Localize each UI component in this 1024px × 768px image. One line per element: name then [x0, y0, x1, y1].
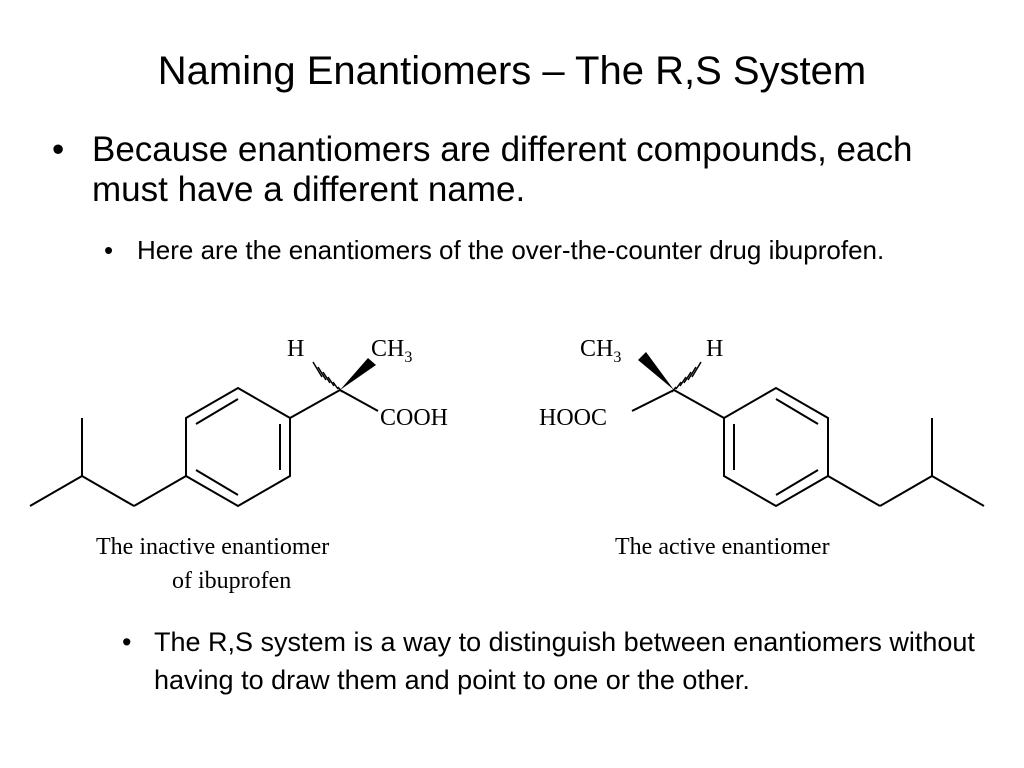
inactive-caption-line1: The inactive enantiomer [96, 534, 329, 560]
hashed-bond-h-right [671, 361, 702, 393]
left-ch3-subscript: 3 [404, 349, 412, 366]
inactive-caption-line2: of ibuprofen [172, 568, 291, 594]
bullet-1-text: Because enantiomers are different compou… [92, 130, 913, 209]
active-caption-line1: The active enantiomer [615, 534, 830, 560]
bullet-1-marker: • [52, 130, 65, 169]
right-ch3-subscript: 3 [613, 349, 621, 366]
bullet-2: • Here are the enantiomers of the over-t… [104, 233, 924, 268]
slide-title: Naming Enantiomers – The R,S System [157, 49, 867, 93]
left-cooh-label: COOH [380, 405, 448, 431]
active-enantiomer-structure [631, 386, 985, 508]
hashed-bond-h-left [312, 361, 343, 393]
bullet-1: • Because enantiomers are different comp… [52, 130, 972, 210]
left-h-label: H [287, 336, 304, 362]
right-ch3-label: CH3 [580, 336, 621, 366]
bullet-2-text: Here are the enantiomers of the over-the… [137, 235, 885, 265]
right-ch3-main: CH [580, 336, 613, 362]
bullet-3: • The R,S system is a way to distinguish… [122, 623, 992, 699]
ibuprofen-enantiomers-figure: H CH3 COOH The inactive enantiomer of ib… [29, 336, 985, 594]
bullet-3-text: The R,S system is a way to distinguish b… [154, 627, 975, 695]
bullet-3-marker: • [122, 627, 132, 657]
left-ch3-main: CH [371, 336, 404, 362]
right-hooc-label: HOOC [539, 405, 607, 431]
right-h-label: H [706, 336, 723, 362]
wedge-bond-ch3-right [638, 352, 674, 390]
inactive-enantiomer-structure [29, 386, 379, 508]
left-ch3-label: CH3 [371, 336, 412, 366]
bullet-2-marker: • [104, 235, 114, 265]
wedge-bond-ch3-left [340, 358, 376, 390]
